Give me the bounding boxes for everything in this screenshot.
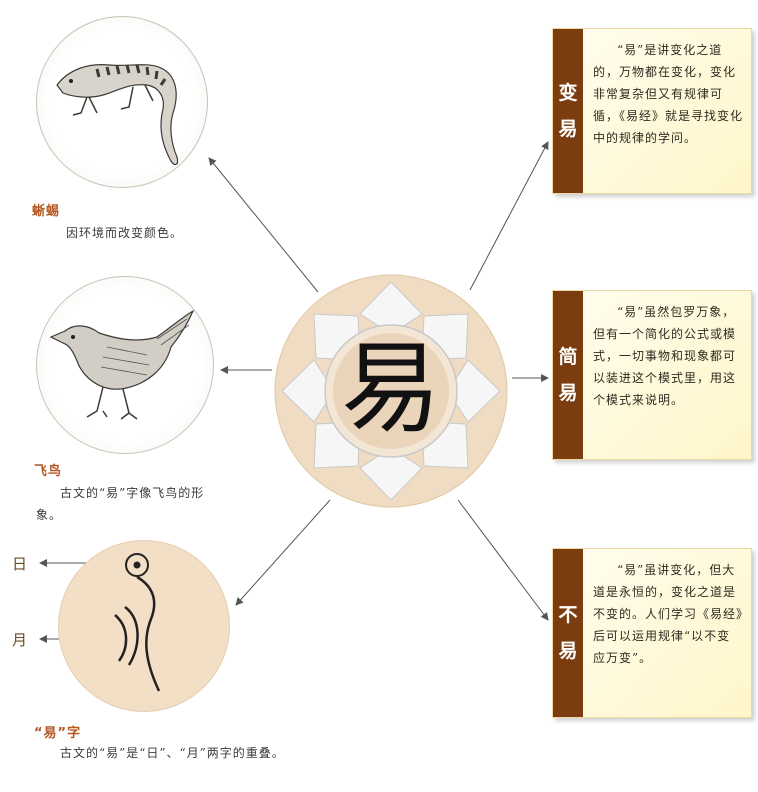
- bird-title: 飞鸟: [34, 464, 63, 479]
- center-medallion-graphic: [274, 274, 508, 508]
- buyi-box: 不易 “易”虽讲变化，但大道是永恒的，变化之道是不变的。人们学习《易经》后可以运…: [552, 548, 752, 718]
- sunmoon-character-illustration: [58, 540, 230, 712]
- moon-label: 月: [12, 631, 28, 649]
- bianyi-box: 变易 “易”是讲变化之道的，万物都在变化，变化非常复杂但又有规律可循，《易经》就…: [552, 28, 752, 194]
- bianyi-side-label: 变易: [553, 29, 583, 193]
- buyi-text: “易”虽讲变化，但大道是永恒的，变化之道是不变的。人们学习《易经》后可以运用规律…: [593, 563, 744, 665]
- jianyi-side-label: 简易: [553, 291, 583, 459]
- lizard-illustration: [36, 16, 208, 188]
- arrow-to-sunmoon: [235, 499, 331, 606]
- arrow-to-buyi: [457, 499, 549, 621]
- bird-icon: [49, 309, 195, 420]
- jianyi-text: “易”虽然包罗万象，但有一个简化的公式或模式，一切事物和现象都可以装进这个模式里…: [593, 305, 737, 407]
- bianyi-text: “易”是讲变化之道的，万物都在变化，变化非常复杂但又有规律可循，《易经》就是寻找…: [593, 43, 744, 145]
- sunmoon-title: “易”字: [34, 726, 82, 741]
- lizard-caption: 因环境而改变颜色。: [66, 226, 184, 240]
- jianyi-box: 简易 “易”虽然包罗万象，但有一个简化的公式或模式，一切事物和现象都可以装进这个…: [552, 290, 752, 460]
- sunmoon-caption: 古文的“易”是“日”、“月”两字的重叠。: [60, 746, 285, 760]
- center-character: 易: [341, 330, 441, 447]
- sun-moon-glyph-icon: [114, 553, 161, 692]
- arrow-to-lizard: [208, 157, 319, 293]
- sun-label: 日: [12, 555, 28, 573]
- lizard-title: 蜥蜴: [32, 204, 61, 219]
- center-medallion: 易: [274, 274, 508, 508]
- buyi-side-label: 不易: [553, 549, 583, 717]
- bird-caption: 古文的“易”字像飞鸟的形象。: [36, 486, 205, 522]
- lizard-icon: [56, 64, 179, 166]
- arrow-to-bianyi: [469, 141, 549, 291]
- bird-illustration: [36, 276, 214, 454]
